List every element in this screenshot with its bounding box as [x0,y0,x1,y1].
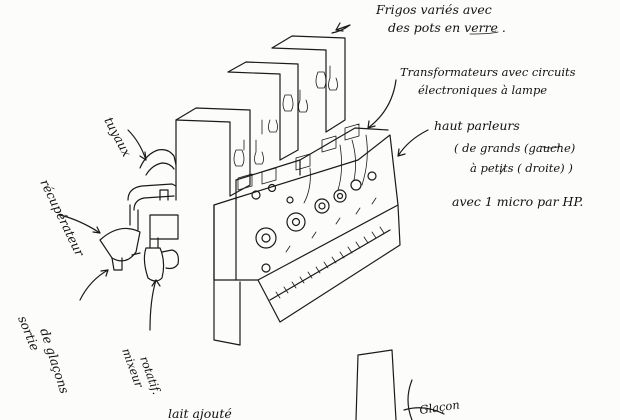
note-hp-line3: à petits ( droite) ) [470,161,573,175]
note-glacons: de glaçons [37,326,72,395]
underline-strokes [469,31,561,175]
note-hp-line1: haut parleurs [434,118,520,133]
note-bottom-left: lait ajouté [168,406,232,420]
amplifier-panel [213,123,401,346]
note-frigos-line2: des pots en verre . [388,20,506,35]
note-tuyaux: tuyaux [101,114,134,159]
pipes-and-recuperator [99,149,179,282]
note-frigos-line1: Frigos variés avec [375,2,492,17]
note-bottom-right: Glaçon [418,397,460,417]
pointer-arrows [59,22,429,331]
note-hp-line4: avec 1 micro par HP. [452,194,583,209]
fridge-units [175,35,346,201]
note-hp-line2: ( de grands (gauche) [454,141,575,155]
handwritten-notes: Frigos variés avec des pots en verre . T… [15,2,583,420]
note-transfo-line1: Transformateurs avec circuits [400,65,576,79]
note-transfo-line2: électroniques à lampe [418,83,547,97]
bottom-items [355,349,445,420]
note-recuperateur: récupérateur [37,177,88,260]
